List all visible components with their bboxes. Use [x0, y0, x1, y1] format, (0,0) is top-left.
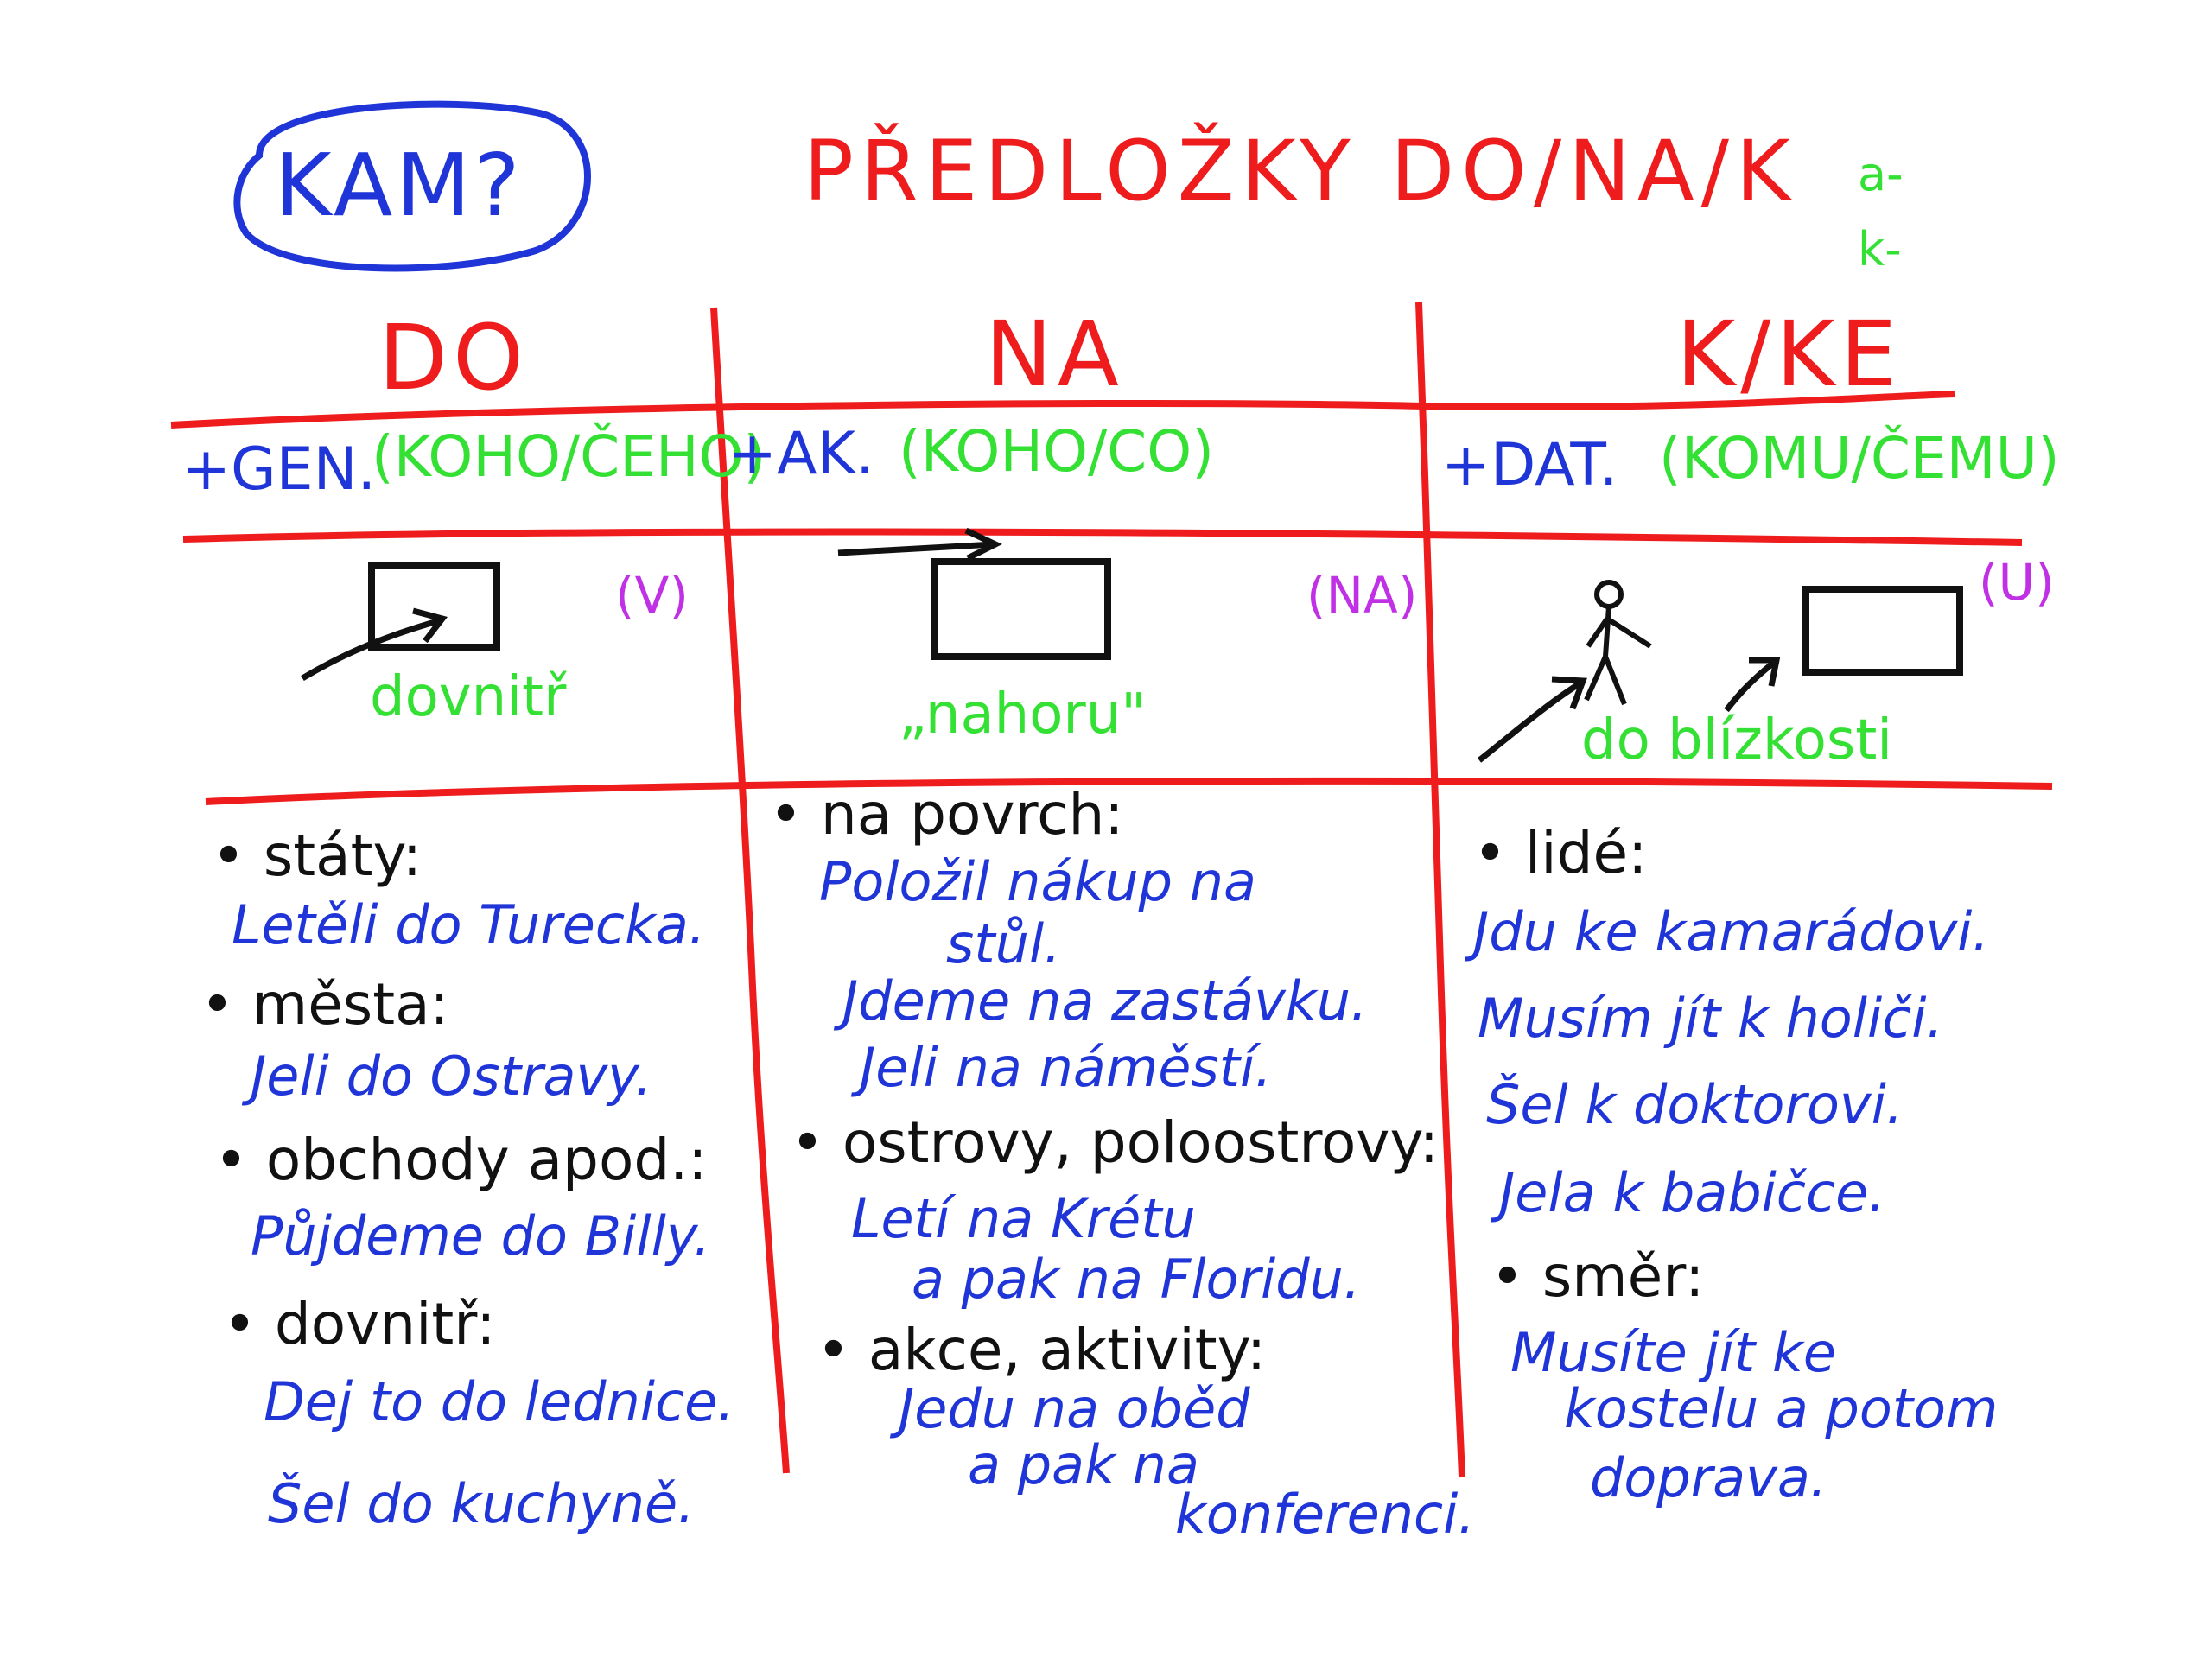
- na-example-akce-2: a pak na: [968, 1433, 1199, 1496]
- do-box: [368, 562, 500, 651]
- marker-do: (V): [615, 566, 689, 625]
- case-do: +GEN.: [181, 435, 377, 504]
- do-example-dovnitr-1: Dej to do lednice.: [264, 1370, 734, 1433]
- divider-2: [1415, 302, 1465, 1478]
- line-under-headings: [170, 391, 1955, 429]
- kam-oval: [233, 100, 591, 272]
- caption-k-ke: do blízkosti: [1581, 708, 1893, 772]
- do-category-obchody: • obchody apod.:: [214, 1127, 708, 1193]
- case-k-ke: +DAT.: [1441, 431, 1618, 499]
- k-example-lide-2: Musím jít k holiči.: [1478, 987, 1944, 1050]
- k-category-smer: • směr:: [1491, 1243, 1705, 1310]
- do-example-mesta: Jeli do Ostravy.: [251, 1045, 652, 1108]
- stick-figure-head: [1594, 580, 1624, 609]
- k-arrow-1: [1477, 680, 1583, 763]
- na-example-povrch-4: Jeli na náměstí.: [860, 1036, 1272, 1099]
- na-box: [931, 558, 1111, 660]
- case-question-do: (KOHO/ČEHO): [372, 423, 766, 490]
- caption-do: dovnitř: [370, 665, 567, 729]
- k-example-smer-2: kostelu a potom: [1564, 1377, 1999, 1440]
- na-category-povrch: • na povrch:: [769, 781, 1124, 848]
- caption-na: „nahoru": [899, 683, 1147, 746]
- case-na: +AK.: [728, 420, 874, 488]
- na-example-akce-1: Jedu na oběd: [899, 1377, 1250, 1440]
- k-example-smer-1: Musíte jít ke: [1510, 1321, 1836, 1384]
- na-example-povrch-1: Položil nákup na: [819, 850, 1257, 913]
- case-question-na: (KOHO/CO): [899, 418, 1214, 485]
- na-example-ostrovy-1: Letí na Krétu: [851, 1187, 1196, 1250]
- heading-do: DO: [378, 305, 529, 410]
- k-example-smer-3: doprava.: [1590, 1446, 1827, 1509]
- k-example-lide-4: Jela k babičce.: [1499, 1161, 1885, 1224]
- line-under-diagrams: [205, 777, 2053, 805]
- side-note-k: k-: [1858, 222, 1902, 276]
- marker-na: (NA): [1306, 566, 1418, 625]
- na-category-ostrovy: • ostrovy, poloostrovy:: [791, 1109, 1439, 1176]
- na-arrow: [837, 541, 995, 556]
- na-example-povrch-2: stůl.: [946, 912, 1061, 975]
- side-note-a: a-: [1858, 147, 1904, 201]
- line-under-cases: [182, 528, 2023, 546]
- k-arrow-1-head: [1551, 676, 1587, 710]
- marker-k-ke: (U): [1979, 553, 2055, 612]
- na-category-akce: • akce, aktivity:: [817, 1317, 1267, 1383]
- k-example-lide-3: Šel k doktorovi.: [1486, 1073, 1904, 1136]
- case-question-k-ke: (KOMU/ČEMU): [1659, 425, 2060, 492]
- k-box: [1802, 586, 1963, 676]
- do-category-mesta: • města:: [200, 971, 449, 1038]
- do-example-obchody: Půjdeme do Billy.: [251, 1204, 711, 1267]
- page-title: PŘEDLOŽKY DO/NA/K: [804, 123, 1797, 219]
- do-example-staty: Letěli do Turecka.: [232, 893, 706, 956]
- k-arrow-2-head: [1749, 657, 1781, 687]
- kam-label: KAM?: [275, 135, 524, 236]
- k-category-lide: • lidé:: [1473, 820, 1648, 886]
- do-category-dovnitr: • dovnitř:: [223, 1291, 496, 1357]
- do-arrow-head: [412, 607, 448, 644]
- heading-na: NA: [985, 302, 1124, 407]
- divider-1: [710, 307, 790, 1474]
- na-example-povrch-3: Jdeme na zastávku.: [842, 969, 1368, 1032]
- k-arrow-2: [1724, 659, 1777, 713]
- do-example-dovnitr-2: Šel do kuchyně.: [268, 1472, 695, 1535]
- na-example-ostrovy-2: a pak na Floridu.: [912, 1248, 1361, 1311]
- do-category-staty: • státy:: [212, 823, 422, 889]
- na-arrow-head: [964, 527, 1003, 562]
- do-arrow: [301, 617, 442, 682]
- stick-figure-body: [1584, 606, 1652, 706]
- heading-k-ke: K/KE: [1676, 302, 1903, 407]
- k-example-lide-1: Jdu ke kamarádovi.: [1473, 900, 1990, 963]
- na-example-akce-3: konferenci.: [1175, 1483, 1476, 1546]
